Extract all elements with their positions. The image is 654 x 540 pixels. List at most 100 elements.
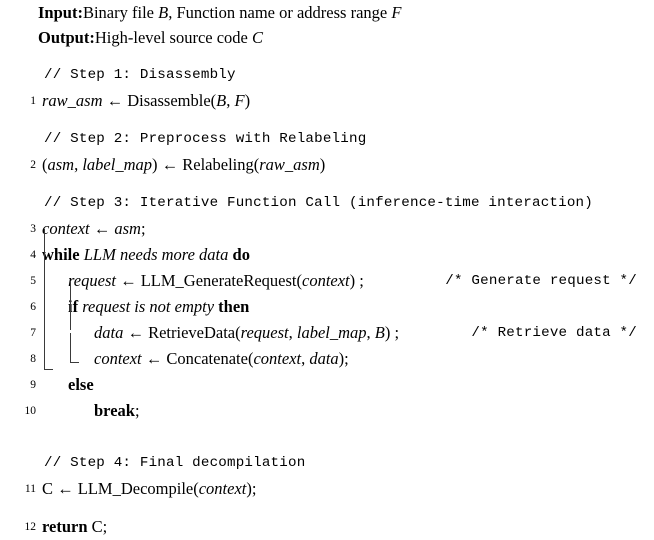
var-data: data — [94, 323, 124, 342]
fn-disassemble: Disassemble — [127, 91, 211, 110]
output-var-c: C — [252, 28, 264, 47]
paren-close: ) — [338, 349, 345, 368]
paren-close: ) — [319, 155, 326, 174]
input-var-f: F — [391, 3, 402, 22]
semicolon: ; — [134, 401, 140, 420]
line-number-3: 3 — [30, 223, 36, 235]
input-text-a: Binary file — [82, 3, 159, 22]
paren-open: ( — [210, 91, 217, 110]
comment-row-step2: // Step 2: Preprocess with Relabeling — [0, 126, 654, 152]
code-row-10: 10 break; — [0, 398, 654, 424]
algorithm-io-header: Input:Binary file B, Function name or ad… — [38, 0, 638, 50]
code-row-11: 11 C ← LLM_Decompile(context); — [0, 476, 654, 502]
statement-10: break; — [94, 398, 140, 424]
assign-arrow: ← — [145, 349, 163, 368]
paren-close: ) — [349, 271, 356, 290]
step1-comment: // Step 1: Disassembly — [44, 67, 236, 83]
output-label: Output: — [38, 28, 95, 47]
line-number-10: 10 — [24, 405, 37, 417]
fn-relabeling: Relabeling — [182, 155, 254, 174]
keyword-then: then — [218, 297, 250, 316]
paren-open: ( — [235, 323, 241, 342]
semicolon: ; — [344, 349, 349, 368]
else-block-rule-foot — [70, 362, 79, 364]
comment-row-step1: // Step 1: Disassembly — [0, 62, 654, 88]
code-row-1: 1 raw_asm ← Disassemble(B, F) — [0, 88, 654, 114]
code-row-5: 5 request ← LLM_GenerateRequest(context)… — [0, 268, 654, 294]
code-row-8: 8 context ← Concatenate(context, data); — [0, 346, 654, 372]
keyword-if: if — [68, 297, 79, 316]
if-block-rule — [70, 281, 72, 330]
step4-comment: // Step 4: Final decompilation — [44, 455, 306, 471]
input-label: Input: — [38, 3, 83, 22]
statement-4: while LLM needs more data do — [42, 242, 250, 268]
comma: , — [366, 323, 375, 342]
line-number-11: 11 — [24, 483, 36, 495]
var-c: C — [42, 479, 54, 498]
arg-label-map: label_map — [296, 323, 367, 342]
semicolon: ; — [102, 517, 108, 536]
var-asm: asm — [114, 219, 141, 238]
step2-comment: // Step 2: Preprocess with Relabeling — [44, 131, 367, 147]
line-number-7: 7 — [30, 327, 36, 339]
paren-open: ( — [247, 349, 254, 368]
output-line: Output:High-level source code C — [38, 25, 638, 50]
line-number-2: 2 — [30, 159, 36, 171]
var-asm: asm — [47, 155, 75, 174]
keyword-break: break — [94, 401, 135, 420]
comma: , — [74, 155, 83, 174]
keyword-else: else — [68, 375, 94, 394]
statement-11: C ← LLM_Decompile(context); — [42, 476, 256, 502]
else-block-rule — [70, 333, 72, 363]
arg-raw-asm: raw_asm — [259, 155, 320, 174]
assign-arrow: ← — [106, 91, 124, 110]
paren-close: ) — [244, 91, 251, 110]
statement-9: else — [68, 372, 94, 398]
semicolon: ; — [355, 271, 364, 290]
statement-7: data ← RetrieveData(request, label_map, … — [94, 320, 399, 346]
code-row-6: 6 if request is not empty then — [0, 294, 654, 320]
var-label-map: label_map — [82, 155, 153, 174]
statement-5: request ← LLM_GenerateRequest(context) ; — [68, 268, 364, 294]
step3-comment: // Step 3: Iterative Function Call (infe… — [44, 195, 593, 211]
input-line: Input:Binary file B, Function name or ad… — [38, 0, 638, 25]
var-context: context — [94, 349, 142, 368]
assign-arrow: ← — [127, 323, 144, 342]
line-number-4: 4 — [30, 249, 36, 261]
comment-row-step3: // Step 3: Iterative Function Call (infe… — [0, 190, 654, 216]
semicolon: ; — [390, 323, 400, 342]
statement-6: if request is not empty then — [68, 294, 249, 320]
line-number-1: 1 — [30, 95, 36, 107]
code-row-4: 4 while LLM needs more data do — [0, 242, 654, 268]
arg-f: F — [234, 91, 245, 110]
while-condition: LLM needs more data — [83, 245, 229, 264]
comment-row-step4: // Step 4: Final decompilation — [0, 450, 654, 476]
var-request: request — [68, 271, 116, 290]
line-number-5: 5 — [30, 275, 36, 287]
var-context: context — [42, 219, 90, 238]
fn-llm-generate-request: LLM_GenerateRequest — [140, 271, 297, 290]
line-number-6: 6 — [30, 301, 36, 313]
if-condition: request is not empty — [82, 297, 215, 316]
line-number-12: 12 — [24, 521, 37, 533]
assign-arrow: ← — [93, 219, 111, 238]
assign-arrow: ← — [57, 479, 74, 498]
comma: , — [288, 323, 297, 342]
code-row-2: 2 (asm, label_map) ← Relabeling(raw_asm) — [0, 152, 654, 178]
comma: , — [226, 91, 235, 110]
keyword-while: while — [42, 245, 80, 264]
line-number-9: 9 — [30, 379, 36, 391]
while-block-rule-foot — [44, 369, 53, 371]
arg-context: context — [302, 271, 350, 290]
arg-context: context — [253, 349, 302, 368]
paren-open: ( — [296, 271, 303, 290]
arg-request: request — [240, 323, 289, 342]
semicolon: ; — [140, 219, 146, 238]
arg-context: context — [198, 479, 247, 498]
var-c: C — [91, 517, 103, 536]
side-comment-retrieve-data: /* Retrieve data */ — [471, 325, 637, 341]
paren-close: ) — [384, 323, 391, 342]
arg-b: B — [374, 323, 385, 342]
statement-12: return C; — [42, 514, 107, 540]
